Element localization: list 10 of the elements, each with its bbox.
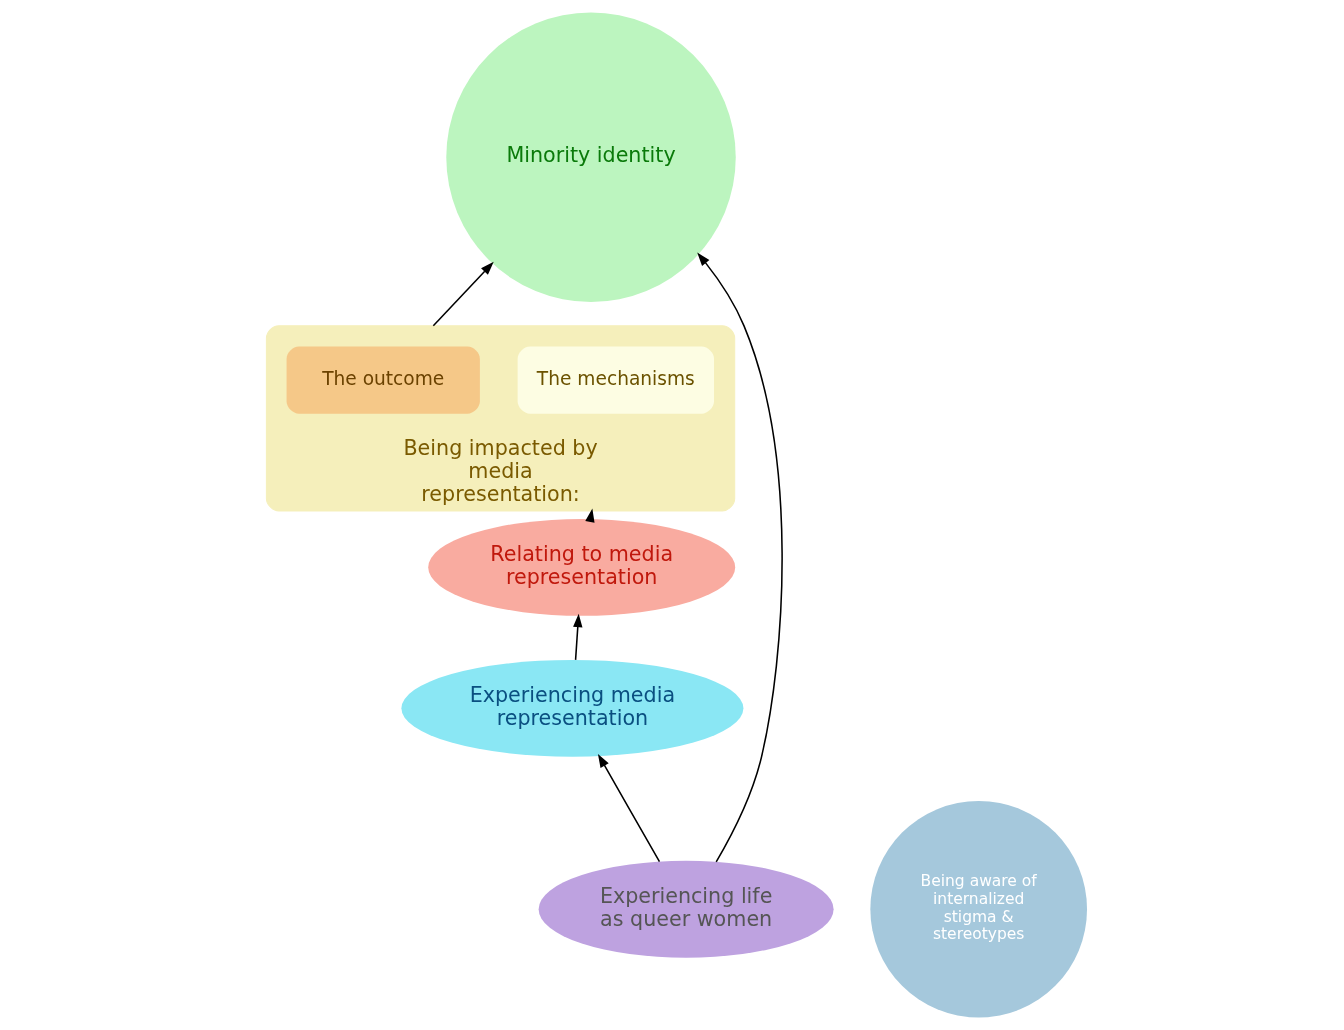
arrow [432, 261, 494, 327]
node-circle: Being aware of internalized stigma & stereotypes [869, 800, 1087, 1018]
node-box: The mechanisms [517, 346, 714, 414]
arrow [696, 252, 783, 863]
node-box: The outcome [286, 346, 480, 414]
arrow [597, 754, 660, 863]
node-circle: Minority identity [445, 12, 736, 303]
node-ellipse: Experiencing media representation [400, 659, 743, 757]
node-ellipse: Experiencing life as queer women [538, 860, 834, 958]
arrow [572, 613, 582, 661]
